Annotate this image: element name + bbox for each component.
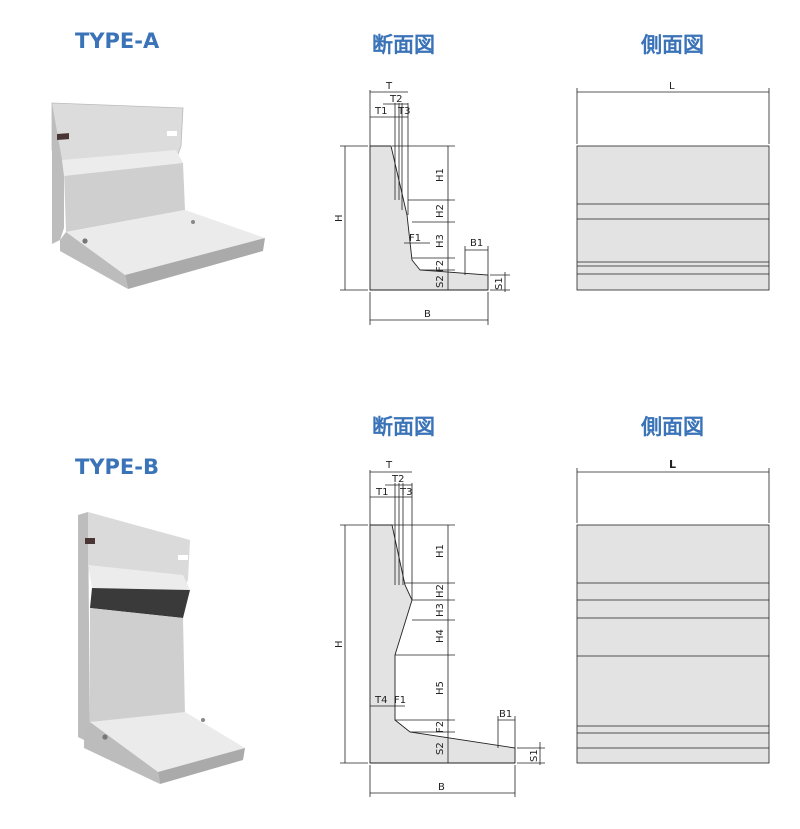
type-b-section-labels: T T2 T1 T3 H H1 H2 H3 H4 H5 T4 F1 F2 S2 … [334,460,540,793]
type-b-dim-t4: T4 [374,695,387,706]
type-a-side-rect [576,145,770,291]
type-a-dim-h1: H1 [435,168,446,182]
type-b-dim-t1: T1 [375,487,388,498]
type-a-side-title: 側面図 [641,33,704,57]
type-a-dim-b: B [424,309,431,320]
type-a-dim-f1: F1 [409,233,421,244]
type-b-side-title: 側面図 [641,415,704,439]
type-a-block-illustration [51,102,265,289]
type-a-section-view [340,90,510,325]
type-b-dim-t: T [385,460,393,471]
type-b-block-illustration [78,512,245,784]
type-a-dim-b1: B1 [470,238,483,249]
type-b-dim-h5: H5 [435,681,446,695]
type-b-section-title: 断面図 [372,415,435,439]
type-a-section-labels: T T2 T1 T3 H H1 H2 H3 F1 F2 S2 B1 S1 B [334,81,505,320]
type-a-section-profile [369,145,489,291]
type-a-dim-l: L [669,81,675,92]
type-b-section-view [340,470,545,797]
type-a-dim-h: H [334,214,345,222]
type-a-dim-s1: S1 [494,277,505,290]
type-b-dim-h3: H3 [435,603,446,617]
type-a-dim-h2: H2 [435,204,446,218]
type-a-dim-t1: T1 [374,106,387,117]
type-b-dim-s2: S2 [435,742,446,755]
type-a-side-view [576,88,770,291]
type-a-title: TYPE-A [75,29,160,53]
type-b-dim-b: B [438,782,445,793]
type-b-dim-h1: H1 [435,544,446,558]
type-b-dim-l: L [669,458,676,471]
type-b-side-rect [576,524,770,764]
type-b-dim-h2: H2 [435,584,446,598]
type-b-dim-h: H [334,640,345,648]
type-b-dim-b1: B1 [499,709,512,720]
type-b-dim-h4: H4 [435,629,446,643]
type-a-dim-t3: T3 [397,106,410,117]
type-a-dim-s2: S2 [435,275,446,288]
type-b-dim-s1: S1 [529,749,540,762]
type-a-dim-t: T [385,81,393,92]
type-b-dim-t2: T2 [391,474,404,485]
type-a-dim-f2: F2 [435,260,446,272]
type-b-title: TYPE-B [75,455,159,479]
type-a-dim-h3: H3 [435,234,446,248]
type-b-dim-f2: F2 [435,721,446,733]
type-b-dim-t3: T3 [399,487,412,498]
type-b-side-view [576,468,770,764]
type-a-dim-t2: T2 [389,94,402,105]
type-b-dim-f1: F1 [394,695,406,706]
type-a-section-title: 断面図 [372,33,435,57]
